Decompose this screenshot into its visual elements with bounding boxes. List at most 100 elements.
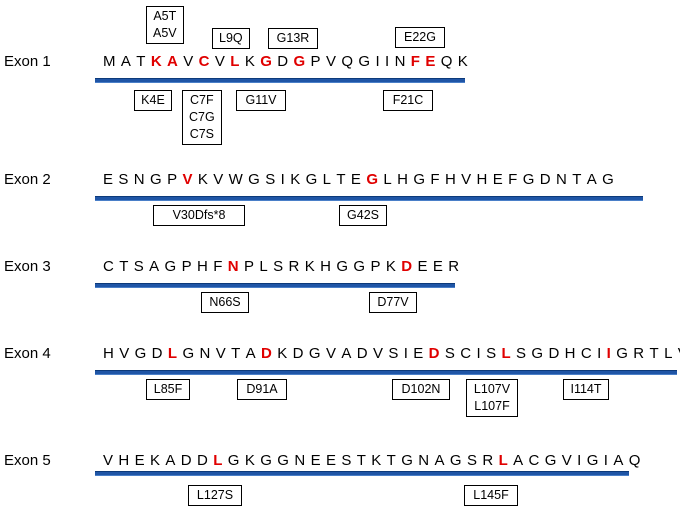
residue: V bbox=[678, 345, 680, 363]
residue: E bbox=[432, 258, 444, 275]
mutation-label: L127S bbox=[196, 488, 234, 502]
residue: G bbox=[182, 345, 195, 362]
residue: D bbox=[539, 171, 552, 188]
exon-bar bbox=[95, 283, 455, 288]
residue: F bbox=[430, 171, 441, 188]
mutation-label: D102N bbox=[401, 382, 441, 396]
mutated-residue: G bbox=[366, 171, 379, 188]
exon-label: Exon 3 bbox=[4, 258, 51, 275]
residue: I bbox=[375, 53, 381, 70]
mutation-label: N66S bbox=[209, 295, 241, 309]
residue: S bbox=[486, 345, 497, 362]
residue: G bbox=[616, 345, 629, 362]
residue: G bbox=[353, 258, 366, 275]
residue: D bbox=[151, 345, 164, 362]
residue: L bbox=[259, 258, 269, 275]
residue: C bbox=[580, 345, 593, 362]
residue: S bbox=[444, 345, 456, 362]
residue: F bbox=[508, 171, 518, 188]
residue: T bbox=[231, 345, 241, 362]
mutation-label: E22G bbox=[404, 30, 436, 44]
mutation-label: L85F bbox=[153, 382, 183, 396]
residue: V bbox=[461, 171, 472, 188]
residue: R bbox=[633, 345, 645, 362]
residue: N bbox=[555, 171, 568, 188]
residue: I bbox=[403, 345, 409, 362]
mutated-residue: G bbox=[260, 53, 273, 70]
residue: H bbox=[444, 171, 457, 188]
residue: D bbox=[277, 53, 289, 70]
mutation-box: E22G bbox=[395, 27, 445, 48]
residue: S bbox=[516, 345, 527, 362]
mutated-residue: I bbox=[606, 345, 612, 362]
residue: E bbox=[310, 452, 322, 469]
residue: G bbox=[522, 171, 535, 188]
mutation-label: I114T bbox=[570, 382, 602, 396]
residue: N bbox=[294, 452, 306, 469]
amino-acid-sequence: V H E K A D D L G K G G N E E S T K T G … bbox=[103, 452, 641, 470]
mutation-label: G42S bbox=[347, 208, 379, 222]
residue: H bbox=[197, 258, 209, 275]
residue: I bbox=[476, 345, 482, 362]
mutated-residue: L bbox=[501, 345, 512, 362]
residue: K bbox=[244, 53, 256, 70]
mutation-label: D77V bbox=[377, 295, 409, 309]
residue: T bbox=[336, 171, 347, 188]
residue: P bbox=[181, 258, 193, 275]
mutation-box: K4E bbox=[134, 90, 172, 111]
residue: S bbox=[118, 171, 129, 188]
exon-label: Exon 4 bbox=[4, 345, 51, 362]
residue: A bbox=[513, 452, 524, 469]
mutation-label: V30Dfs*8 bbox=[172, 208, 226, 222]
residue: S bbox=[388, 345, 399, 362]
mutation-box: L85F bbox=[146, 379, 190, 400]
residue: G bbox=[336, 258, 349, 275]
mutation-box: D77V bbox=[369, 292, 417, 313]
residue: I bbox=[577, 452, 582, 469]
residue: C bbox=[460, 345, 472, 362]
residue: V bbox=[119, 345, 130, 362]
mutated-residue: N bbox=[227, 258, 240, 275]
mutation-label: G11V bbox=[245, 93, 277, 107]
mutation-label: L107F bbox=[474, 399, 510, 413]
residue: E bbox=[413, 345, 424, 362]
residue: H bbox=[320, 258, 332, 275]
residue: V bbox=[561, 452, 573, 469]
mutated-residue: L bbox=[213, 452, 223, 469]
amino-acid-sequence: C T S A G P H F N P L S R K H G G P K D … bbox=[103, 258, 460, 276]
residue: G bbox=[164, 258, 177, 275]
residue: P bbox=[310, 53, 322, 70]
exon-label: Exon 2 bbox=[4, 171, 51, 188]
mutation-box: I114T bbox=[563, 379, 609, 400]
mutation-label: L145F bbox=[473, 488, 509, 502]
residue: V bbox=[183, 53, 194, 70]
mutation-label: A5T bbox=[153, 9, 177, 23]
residue: S bbox=[133, 258, 145, 275]
residue: D bbox=[292, 345, 305, 362]
mutation-label: C7S bbox=[189, 127, 215, 141]
residue: T bbox=[136, 53, 147, 70]
mutated-residue: L bbox=[167, 345, 178, 362]
residue: E bbox=[417, 258, 429, 275]
residue: L bbox=[322, 171, 332, 188]
mutation-label: G13R bbox=[276, 31, 310, 45]
residue: P bbox=[370, 258, 382, 275]
residue: I bbox=[280, 171, 286, 188]
residue: A bbox=[149, 258, 160, 275]
residue: C bbox=[103, 258, 115, 275]
residue: H bbox=[397, 171, 409, 188]
residue: G bbox=[260, 452, 273, 469]
residue: K bbox=[385, 258, 397, 275]
residue: G bbox=[413, 171, 426, 188]
mutation-box: G11V bbox=[236, 90, 286, 111]
residue: G bbox=[305, 171, 318, 188]
residue: V bbox=[325, 53, 337, 70]
residue: S bbox=[265, 171, 276, 188]
mutated-residue: E bbox=[425, 53, 436, 70]
mutation-label: C7F bbox=[190, 93, 214, 107]
residue: K bbox=[244, 452, 256, 469]
residue: M bbox=[103, 53, 117, 70]
mutation-label: L9Q bbox=[219, 31, 243, 45]
residue: K bbox=[304, 258, 316, 275]
